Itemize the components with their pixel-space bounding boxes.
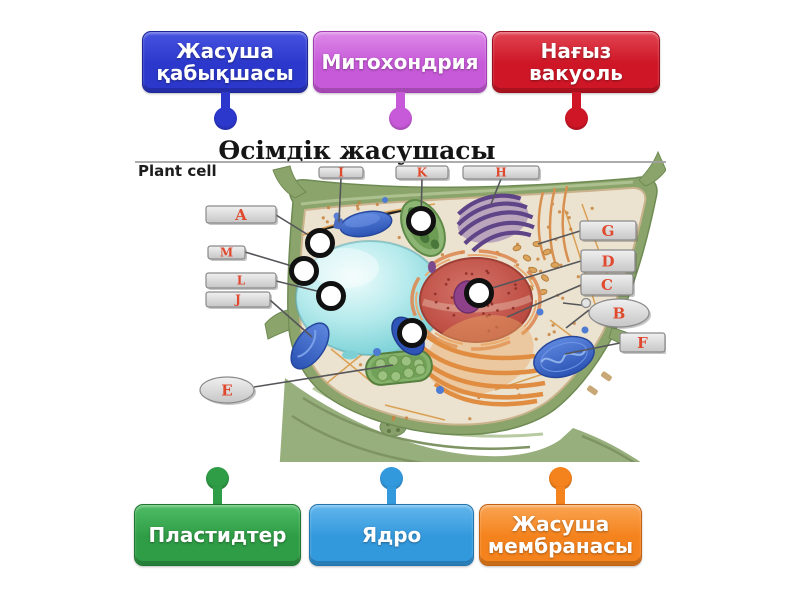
tile-stem: [395, 92, 405, 109]
leader-line: [269, 299, 313, 338]
marker-letter: G: [602, 222, 615, 240]
tile-knob: [213, 107, 237, 130]
marker-letter: B: [613, 304, 626, 322]
letter-marker-l: L: [205, 272, 278, 290]
diagram-subtitle: Plant cell: [138, 162, 217, 180]
tile-knob: [549, 467, 572, 490]
leader-line: [537, 230, 581, 245]
tile-stem: [556, 487, 565, 505]
endoplasmic-reticulum: [537, 185, 571, 269]
tile-label: Митохондрия: [321, 49, 479, 74]
marker-letter: E: [221, 381, 232, 399]
drop-target[interactable]: [406, 206, 436, 236]
tile-knob: [564, 107, 588, 130]
marker-letter: A: [234, 206, 247, 224]
tile-face[interactable]: Жасуша қабықшасы: [142, 31, 308, 93]
marker-letter: K: [417, 166, 428, 180]
golgi-apparatus: [456, 193, 535, 253]
tile-knob: [380, 467, 403, 490]
tile-stem: [571, 92, 581, 109]
leader-line: [478, 260, 582, 293]
letter-marker-j: J: [205, 291, 272, 309]
letter-marker-h: H: [462, 165, 541, 181]
letter-marker-c: C: [580, 273, 635, 297]
mitochondrion-top: [339, 210, 393, 238]
plant-cell-diagram: Өсімдік жасушасы Plant cell A MLJ E I K H GDCB…: [135, 140, 666, 462]
marker-letter: F: [637, 334, 648, 352]
letter-marker-e: E: [199, 376, 256, 405]
drop-target[interactable]: [305, 228, 335, 258]
marker-letter: C: [601, 276, 613, 294]
tile-label: Ядро: [361, 522, 422, 547]
leader-line: [490, 178, 502, 205]
lysosome: [428, 261, 436, 273]
leader-line: [564, 342, 621, 355]
tile-stem: [220, 92, 230, 109]
letter-marker-g: G: [579, 220, 638, 242]
tile-knob: [206, 467, 229, 490]
peroxisomes: [373, 197, 589, 394]
letter-marker-d: D: [580, 249, 637, 274]
tile-label: Жасуша қабықшасы: [156, 38, 294, 85]
letter-marker-i: I: [318, 166, 365, 180]
tile-nucleus[interactable]: Ядро: [309, 467, 474, 566]
tile-cell-membrane[interactable]: Жасуша мембранасы: [479, 467, 642, 566]
marker-letter: M: [220, 246, 233, 260]
leader-line: [253, 364, 394, 388]
drop-targets: [289, 206, 494, 348]
leader-line: [338, 177, 342, 223]
marker-letter: I: [338, 166, 344, 180]
golgi-er-stack: [412, 315, 558, 407]
drop-target[interactable]: [397, 318, 427, 348]
tile-label: Жасуша мембранасы: [487, 511, 634, 558]
drop-target[interactable]: [289, 256, 319, 286]
cell-exterior-wall: [279, 378, 641, 462]
letter-marker-k: K: [395, 165, 450, 181]
letter-marker-m: M: [207, 245, 247, 261]
marker-letter: J: [234, 293, 241, 307]
leader-line: [506, 284, 582, 318]
tile-plastids[interactable]: Пластидтер: [134, 467, 301, 566]
tile-face[interactable]: Ядро: [309, 504, 474, 566]
letter-marker-a: A: [205, 205, 278, 225]
tile-stem: [387, 487, 396, 505]
leader-lines: [244, 177, 621, 388]
marker-letter: L: [237, 274, 246, 288]
leader-line: [565, 309, 590, 329]
tile-mitochondria[interactable]: Митохондрия: [313, 31, 487, 162]
marker-b-dot: [580, 297, 592, 309]
tile-vacuole[interactable]: Нағыз вакуоль: [492, 31, 660, 162]
drop-target[interactable]: [464, 278, 494, 308]
tile-cell-wall[interactable]: Жасуша қабықшасы: [142, 31, 308, 162]
tile-face[interactable]: Пластидтер: [134, 504, 301, 566]
tile-label: Нағыз вакуоль: [529, 38, 623, 85]
tile-label: Пластидтер: [148, 522, 287, 547]
mitochondrion-right: [533, 335, 595, 379]
small-vacuole: [342, 350, 358, 360]
marker-letter: H: [495, 166, 506, 180]
tile-face[interactable]: Нағыз вакуоль: [492, 31, 660, 93]
tile-stem: [213, 487, 222, 505]
letter-marker-f: F: [619, 332, 666, 354]
tile-face[interactable]: Жасуша мембранасы: [479, 504, 642, 566]
drop-target[interactable]: [316, 281, 346, 311]
tile-knob: [388, 107, 412, 130]
marker-letter: D: [601, 252, 614, 270]
mitochondrion-left: [290, 322, 330, 370]
diagram-title: Өсімдік жасушасы: [218, 140, 495, 165]
tile-face[interactable]: Митохондрия: [313, 31, 487, 93]
letter-marker-b: B: [588, 298, 651, 329]
